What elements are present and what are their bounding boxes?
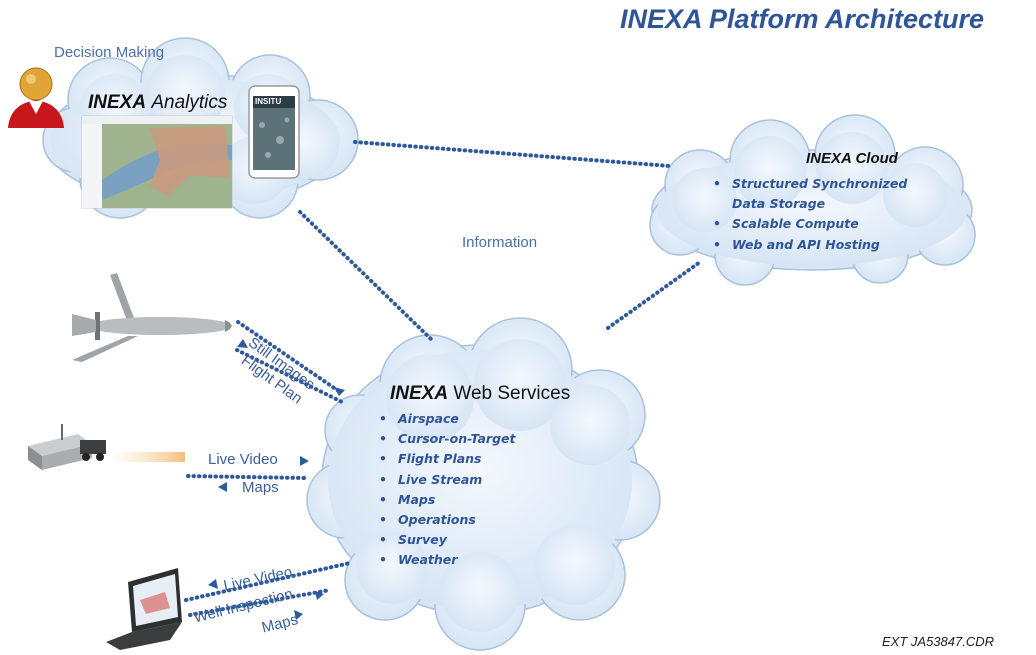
analytics-name: Analytics <box>151 92 228 113</box>
analytics-map-screenshot-icon <box>81 115 233 209</box>
service-item: Survey <box>376 530 516 550</box>
service-item: Cursor-on-Target <box>376 429 516 449</box>
web-services-brand: INEXA <box>390 383 449 404</box>
cloud-feature-item: Web and API Hosting <box>710 235 907 255</box>
analytics-brand: INEXA <box>88 92 147 113</box>
information-label: Information <box>462 234 538 251</box>
service-item: Maps <box>376 490 516 510</box>
user-avatar-icon <box>8 67 64 128</box>
connectors <box>184 140 702 617</box>
decision-making-label: Decision Making <box>54 44 165 61</box>
service-item: Weather <box>376 550 516 570</box>
laptop-icon <box>106 568 182 650</box>
cloud-feature-item: Scalable Compute <box>710 214 907 234</box>
service-item: Airspace <box>376 409 516 429</box>
ground-station-icon <box>28 424 185 470</box>
web-services-list: Airspace Cursor-on-Target Flight Plans L… <box>376 409 516 571</box>
analytics-title: INEXA Analytics <box>88 92 227 114</box>
phone-app-icon <box>248 85 300 179</box>
service-item: Live Stream <box>376 470 516 490</box>
phone-brand-label: INSITU <box>255 97 282 106</box>
diagram-title: INEXA Platform Architecture <box>620 4 985 34</box>
web-services-title: INEXA Web Services <box>390 383 570 405</box>
cloud-feature-item: Data Storage <box>732 196 826 212</box>
cloud-title: INEXA Cloud <box>806 150 898 167</box>
service-item: Flight Plans <box>376 449 516 469</box>
cloud-feature-list: Structured Synchronized Data Storage Sca… <box>710 174 907 255</box>
arrow-heads <box>208 339 345 620</box>
maps-label: Maps <box>242 479 279 496</box>
drone-icon <box>72 273 232 362</box>
cloud-feature-item: Structured Synchronized <box>710 174 907 194</box>
service-item: Operations <box>376 510 516 530</box>
live-video-label: Live Video <box>208 451 278 468</box>
web-services-name: Web Services <box>453 383 571 404</box>
footer-code: EXT JA53847.CDR <box>882 634 994 649</box>
